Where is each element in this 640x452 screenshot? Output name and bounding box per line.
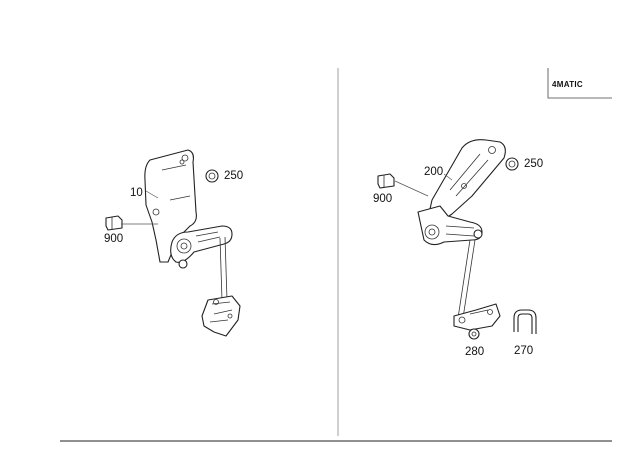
right-bracket (427, 139, 506, 223)
4matic-badge: 4MATIC (547, 68, 612, 99)
left-connector (105, 215, 123, 231)
right-callout-200: 200 (424, 166, 443, 178)
right-clamp (513, 309, 537, 334)
right-lower-bracket (453, 303, 501, 331)
right-connector (377, 173, 395, 189)
left-callout-250: 250 (224, 170, 243, 182)
left-nut (205, 169, 219, 183)
left-lower-bracket (201, 295, 241, 337)
right-callout-280: 280 (465, 346, 484, 358)
left-callout-10: 10 (130, 187, 143, 199)
right-callout-250: 250 (524, 158, 543, 170)
right-callout-900: 900 (373, 193, 392, 205)
left-assembly (105, 149, 241, 337)
4matic-badge-text: 4MATIC (552, 80, 583, 89)
left-callout-900: 900 (104, 233, 123, 245)
right-callout-270: 270 (514, 345, 533, 357)
right-clip-nut (468, 328, 480, 340)
right-nut (505, 157, 519, 171)
left-bracket (144, 149, 197, 263)
right-assembly (377, 139, 537, 340)
left-sensor (170, 225, 233, 263)
